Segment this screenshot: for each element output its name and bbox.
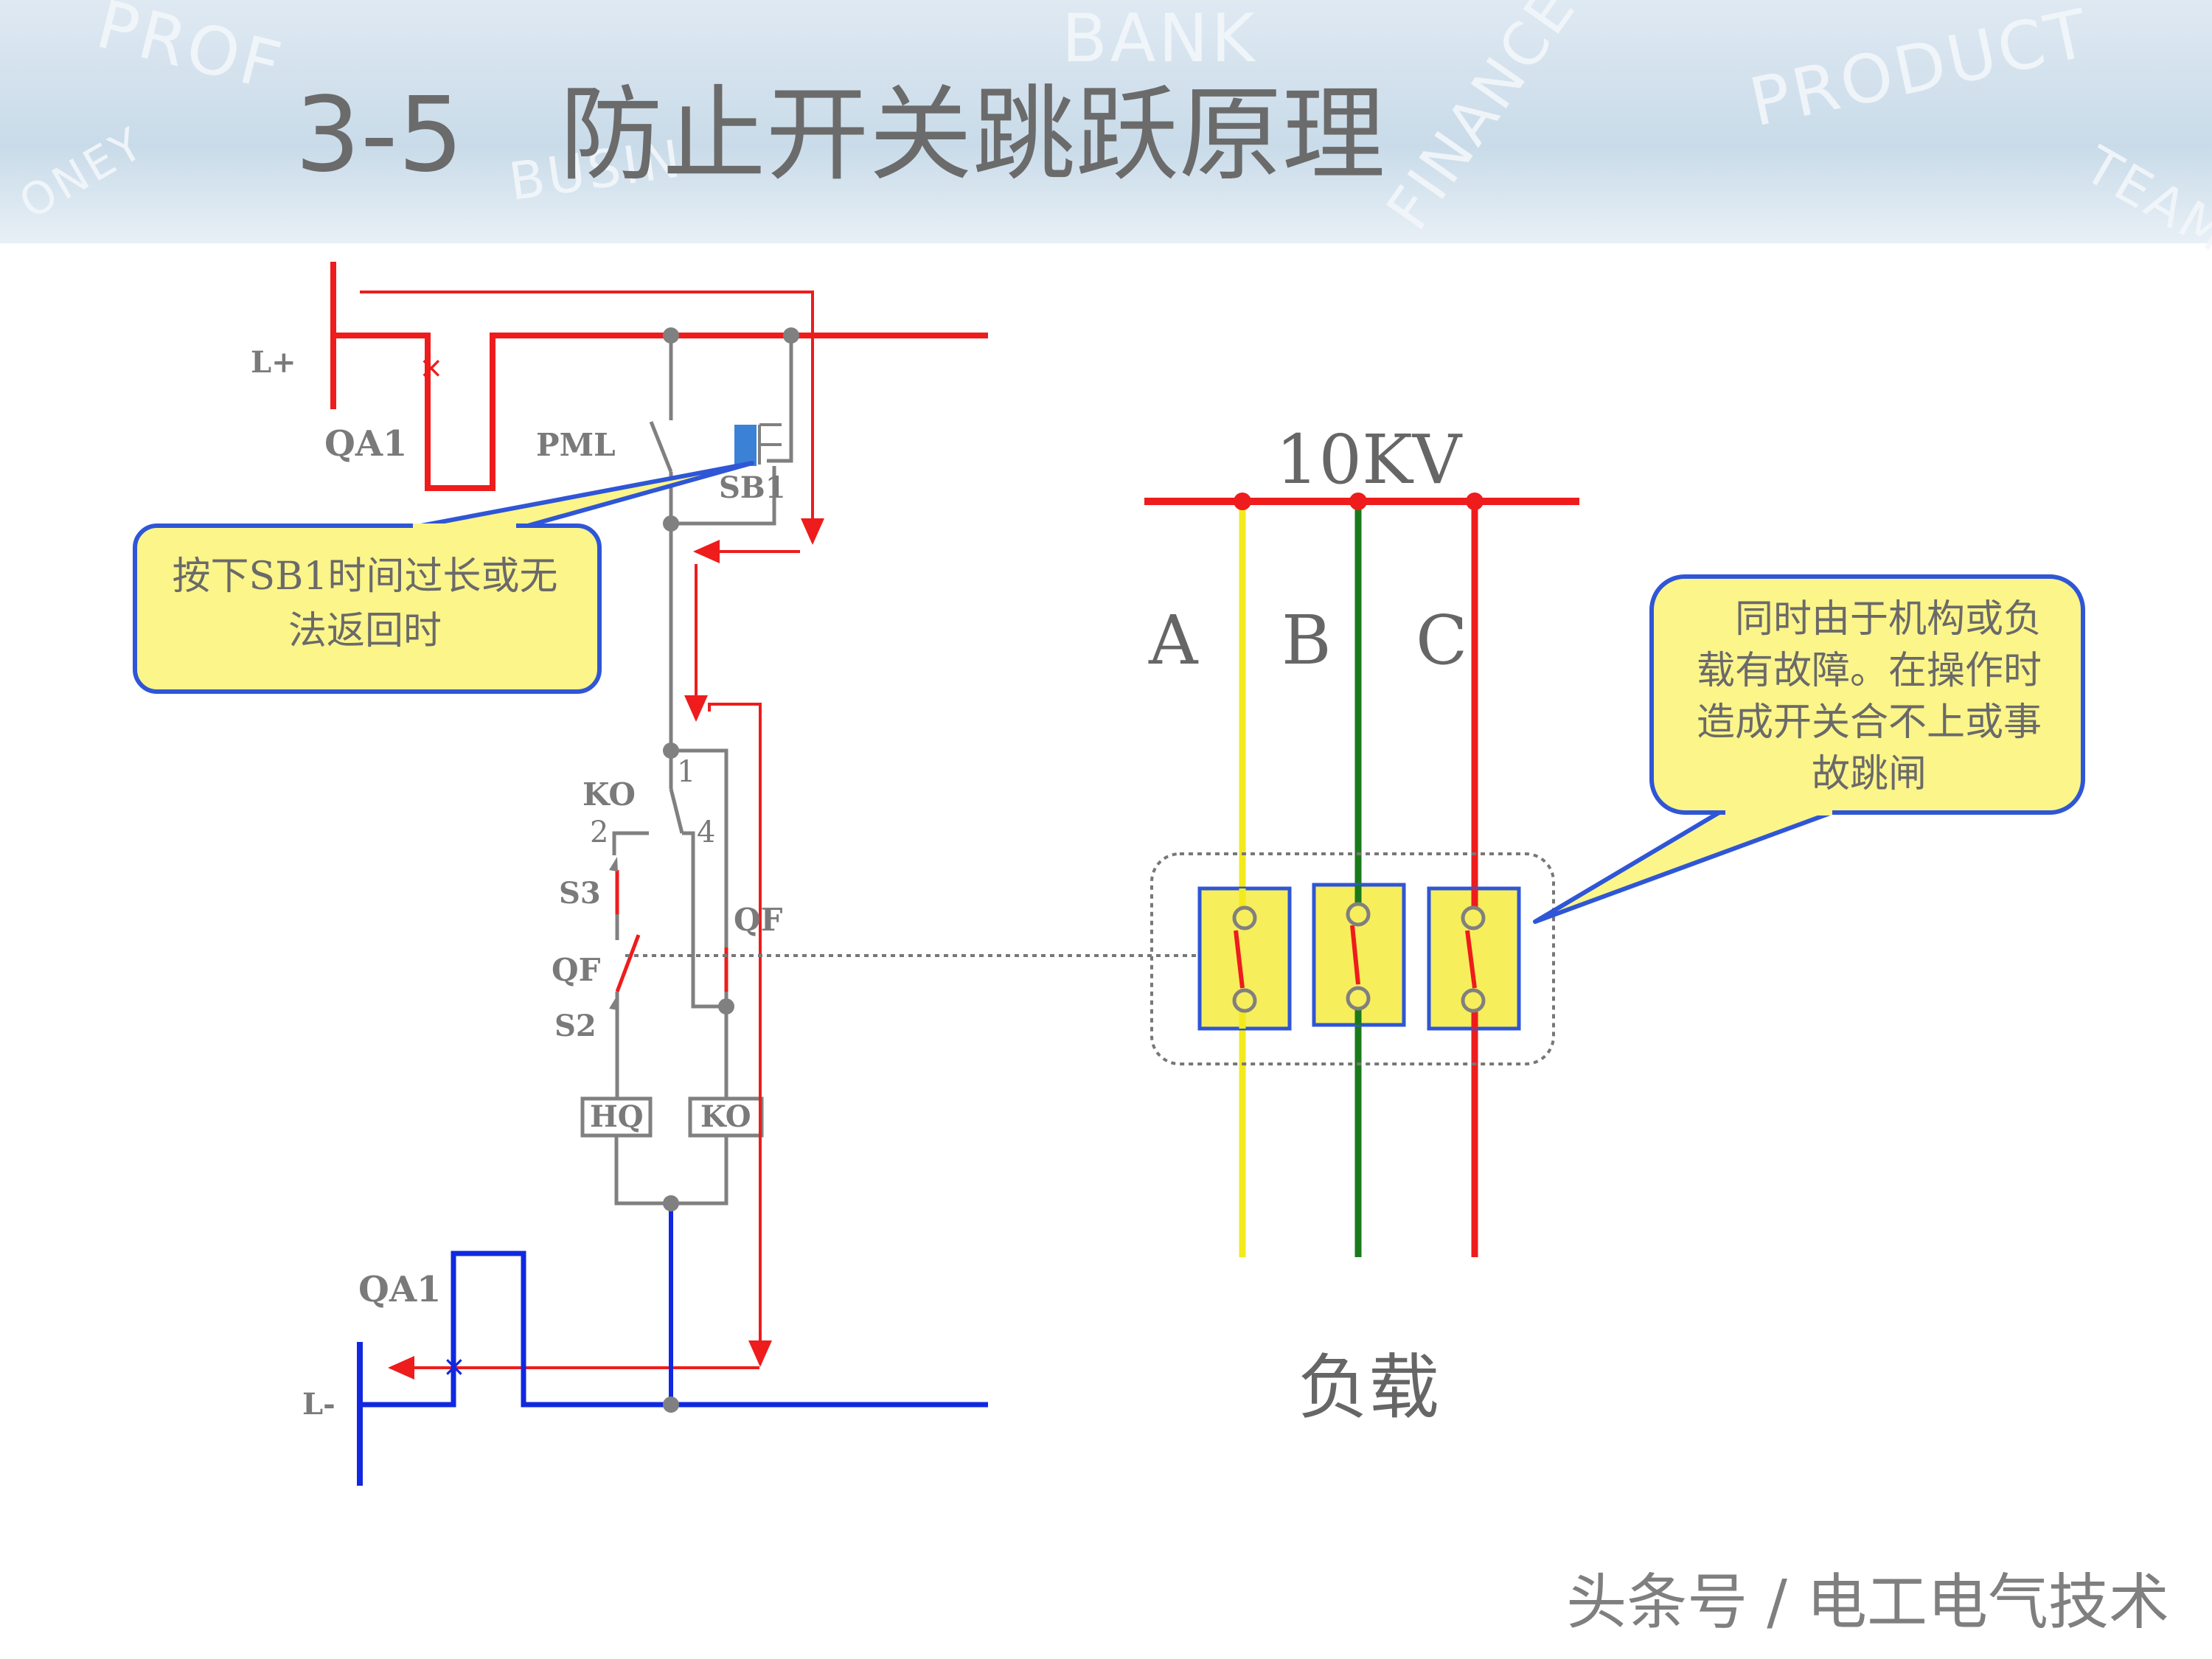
hq-coil-box: [580, 1096, 653, 1138]
sb1-button-marker: [734, 425, 757, 466]
coil-bottom-wiring: [614, 1135, 728, 1206]
breaker-group-frame: [1150, 852, 1555, 1065]
ko-right-branch: [671, 748, 728, 1006]
bus-node-c: [1466, 493, 1484, 510]
sb1-contact: [758, 423, 782, 465]
label-phase-b: B: [1281, 601, 1332, 680]
header-banner: PROF BANK PRODUCT BUSIN ONEY FINANCE TEA…: [0, 0, 2212, 265]
junction-dot: [663, 1195, 679, 1211]
load-diagram: 10KV A B C 负载: [1144, 420, 1579, 1429]
page-title: 3-5 防止开关跳跃原理: [295, 52, 1385, 201]
label-qa1-top: QA1: [324, 423, 407, 465]
qf-left-contact: [615, 934, 641, 992]
label-qf-left: QF: [552, 952, 601, 988]
title-number: 3-5: [295, 75, 464, 195]
breaker-c: [1427, 886, 1521, 1031]
bus-node-a: [1234, 493, 1251, 510]
junction-dot: [663, 742, 679, 759]
label-pml: PML: [536, 427, 616, 463]
pml-contact: [649, 421, 673, 473]
label-ko-coil: KO: [700, 1099, 751, 1134]
load-caption: 负载: [1298, 1346, 1439, 1429]
label-s2: S2: [554, 1009, 597, 1043]
label-sb1: SB1: [719, 470, 786, 505]
junction-dot: [718, 998, 734, 1015]
label-hq: HQ: [590, 1099, 644, 1134]
junction-dot: [783, 327, 799, 344]
breaker-a: [1197, 886, 1292, 1031]
s2-tip: [609, 995, 618, 1010]
sb1-callout: [133, 461, 754, 694]
label-qf-right: QF: [734, 902, 783, 938]
qa1-top-cross: ×: [419, 351, 444, 385]
sb1-wire-right: [767, 425, 793, 463]
junction-dot: [663, 515, 679, 532]
fault-callout: [1533, 574, 2085, 924]
current-arrow-top: [360, 291, 824, 545]
positive-bus-line: [333, 333, 988, 491]
fault-callout-text: 同时由于机构或负载有故障。在操作时造成开关合不上或事故跳闸: [1696, 597, 2042, 796]
label-qa1-bottom: QA1: [358, 1269, 441, 1310]
label-phase-a: A: [1148, 601, 1199, 680]
ko-contact-4: [682, 831, 726, 1009]
title-text: 防止开关跳跃原理: [559, 75, 1385, 195]
label-pin-1: 1: [677, 755, 695, 789]
qa1-bottom-cross: ×: [442, 1350, 466, 1382]
label-l-plus: L+: [251, 345, 296, 380]
junction-dot: [663, 1397, 679, 1413]
banner-word: BANK: [1062, 0, 1258, 77]
current-arrow-ko: [708, 703, 772, 1367]
sb1-wire-join: [671, 466, 776, 526]
s3-tip: [609, 857, 618, 872]
label-l-minus: L-: [302, 1387, 335, 1422]
label-10kv: 10KV: [1276, 420, 1463, 499]
label-pin-4: 4: [697, 815, 715, 849]
bus-node-b: [1349, 493, 1367, 510]
control-circuit: ×: [251, 262, 1202, 1486]
negative-bus-line: [360, 1251, 988, 1408]
label-s3: S3: [559, 876, 601, 911]
source-watermark: 头条号 / 电工电气技术: [1566, 1568, 2169, 1638]
sb1-callout-text: 按下SB1时间过长或无法返回时: [172, 554, 558, 653]
label-pin-2: 2: [590, 815, 608, 849]
breaker-b: [1312, 883, 1406, 1027]
ko-contact: [669, 788, 684, 834]
label-ko: KO: [582, 776, 636, 813]
junction-dot: [663, 327, 679, 344]
label-phase-c: C: [1416, 601, 1467, 680]
